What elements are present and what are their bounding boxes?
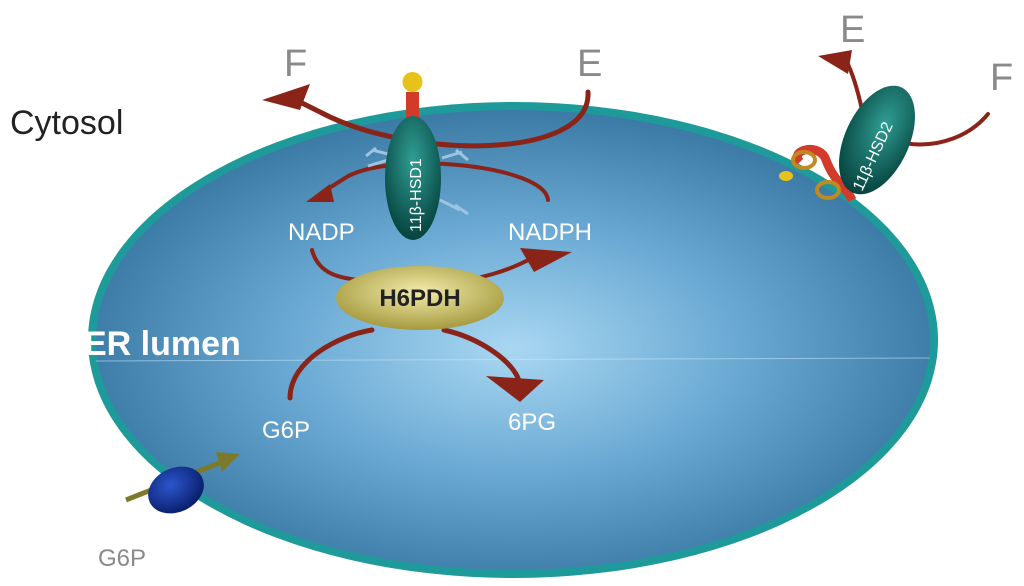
g6p-lumen-label: G6P [262,417,310,444]
transporter-arrowhead [216,452,240,472]
er-lumen-label: ER lumen [84,325,241,363]
hsd1-arrowhead-f [262,84,310,110]
hsd2-anchor-ring-2 [815,180,841,200]
g6p-transporter [125,452,240,514]
h6pdh-enzyme [336,266,504,330]
hsd1-enzyme: 11β-HSD1 [365,72,469,240]
h6pdh-arrow-6pg-out [441,327,521,381]
hsd1-label: 11β-HSD1 [408,158,425,232]
hsd1-branch-right [439,148,469,216]
e-left-label: E [577,43,602,85]
nadp-label: NADP [288,219,355,246]
hsd2-arrowhead-e [818,50,852,74]
f-left-label: F [284,43,307,85]
transporter-body [148,466,204,514]
lumen-highlight [95,357,931,362]
f-right-label: F [990,57,1013,99]
hsd1-body [385,116,441,240]
nadph-label: NADPH [508,219,592,246]
e-right-label: E [840,9,865,51]
hsd1-anchor-head [402,72,423,92]
hsd2-anchor-ring-1 [791,150,817,170]
h6pdh-arrowhead-nadph [520,248,572,272]
g6p-outside-label: G6P [98,545,146,572]
pg6-label: 6PG [508,409,556,436]
hsd1-arrow-e-to-f [293,89,591,149]
hsd1-arrow-nadph-to-nadp [318,161,550,202]
hsd2-body [839,85,915,195]
cytosol-label: Cytosol [10,104,123,142]
hsd1-arrowhead-nadp [306,184,334,202]
h6pdh-arrow-g6p-in [287,327,375,401]
h6pdh-label: H6PDH [379,285,460,312]
hsd2-anchor-head [779,171,793,181]
hsd1-anchor [406,92,419,122]
h6pdh-arrowhead-6pg [486,376,544,402]
er-lumen [96,110,930,570]
